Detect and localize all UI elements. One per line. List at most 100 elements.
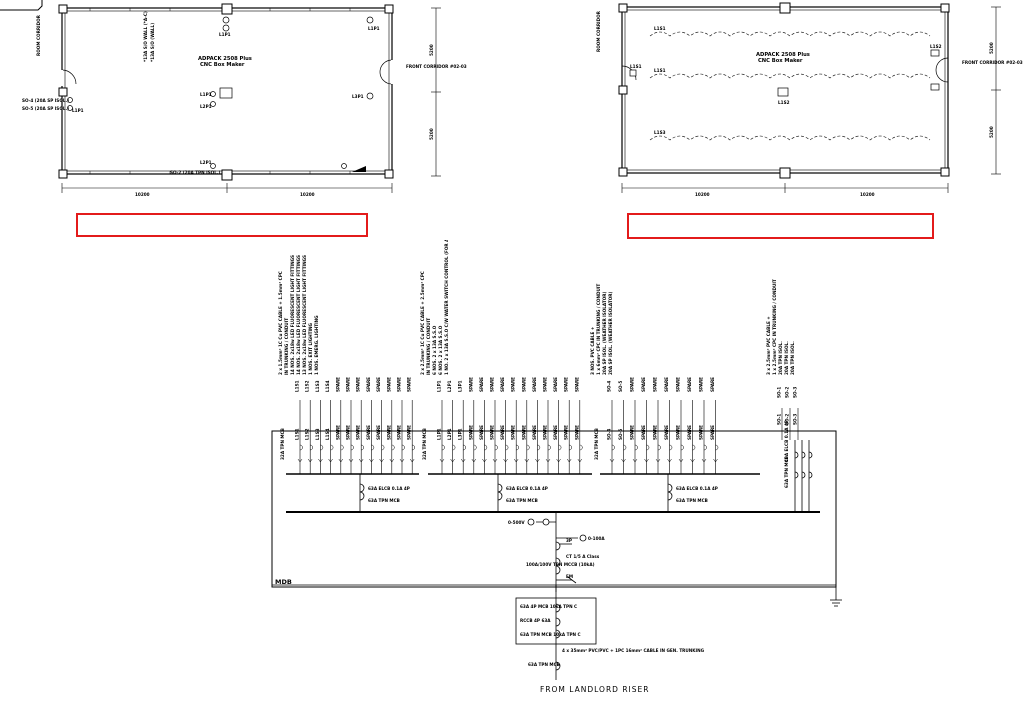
circuit-breaker bbox=[361, 444, 364, 451]
left-light-label: L1P1 bbox=[200, 92, 212, 97]
circuit-label: SPARE bbox=[490, 425, 495, 440]
circuit-note: 20A TPN ISOL. bbox=[784, 341, 789, 375]
circuit-label: SPARE bbox=[468, 425, 473, 440]
circuit-note: 2 x 2.5mm² 1C Cu PVC CABLE + 2.5mm² CPC bbox=[420, 271, 425, 375]
circuit-top-label: SPARE bbox=[468, 377, 473, 392]
circuit-label: SO-3 bbox=[793, 414, 798, 425]
circuit-breaker bbox=[569, 444, 572, 451]
right-plan-fixtures bbox=[629, 49, 940, 97]
circuit-label: L3P1 bbox=[458, 428, 463, 440]
left-dim-h: 10200 bbox=[135, 192, 150, 197]
circuit-label: SPARE bbox=[511, 425, 516, 440]
right-light-label: L1S3 bbox=[654, 130, 666, 135]
circuit-arrow bbox=[379, 458, 384, 463]
left-room-label: ROOM CORRIDOR bbox=[36, 14, 41, 56]
circuit-top-label: SPARE bbox=[553, 377, 558, 392]
left-light-label: L1P1 bbox=[219, 32, 231, 37]
circuit-breaker bbox=[537, 444, 541, 451]
cable-note: 4 x 35mm² PVC/PVC + 1PC 16mm² CABLE IN G… bbox=[562, 648, 705, 653]
left-light-label: L3P1 bbox=[352, 94, 364, 99]
circuit-label: SPARE bbox=[653, 425, 658, 440]
circuit-arrow bbox=[678, 458, 684, 463]
landlord-label: 63A 4P MCB 10kA TPN C bbox=[520, 604, 577, 609]
circuit-note: 14 NOS. 2x18w LED FLUORESCENT LIGHT FITT… bbox=[296, 255, 301, 375]
landlord-label: 63A TPN MCB 10kA TPN C bbox=[520, 632, 581, 637]
circuit-breaker bbox=[657, 444, 661, 451]
circuit-breaker bbox=[703, 444, 707, 451]
circuit-note: IN TRUNKING / CONDUIT bbox=[284, 318, 289, 375]
circuit-label: SPARE bbox=[500, 425, 505, 440]
circuit-breaker bbox=[505, 444, 509, 451]
left-light-label: L1P1 bbox=[368, 26, 380, 31]
circuit-top-label: SPARE bbox=[407, 377, 412, 392]
circuit-arrow bbox=[450, 458, 455, 463]
circuit-label: L1S3 bbox=[315, 428, 320, 440]
circuit-top-label: SPARE bbox=[574, 377, 579, 392]
circuit-top-label: SPARE bbox=[346, 377, 351, 392]
mcb-label: 63A TPN MCB bbox=[506, 498, 538, 503]
circuit-note: 20A TPN ISOL. bbox=[790, 341, 795, 375]
right-light-label: L1S1 bbox=[654, 68, 666, 73]
circuit-breaker bbox=[391, 444, 395, 451]
right-dimensions bbox=[621, 6, 1001, 193]
circuit-arrow bbox=[566, 458, 572, 463]
mcb-label: 63A TPN MCB bbox=[784, 456, 789, 488]
circuit-breaker bbox=[623, 444, 627, 451]
circuit-arrow bbox=[545, 458, 551, 463]
circuit-breaker bbox=[715, 444, 719, 451]
circuit-top-label: SO-2 bbox=[785, 387, 790, 398]
circuit-top-label: SPARE bbox=[335, 377, 340, 392]
circuit-breaker bbox=[526, 444, 530, 451]
circuit-top-label: SO-5 bbox=[618, 381, 623, 392]
circuit-label: SPARE bbox=[630, 425, 635, 440]
circuit-label: SPARE bbox=[376, 425, 381, 440]
group-mcb-label: 32A TPN MCB bbox=[594, 428, 599, 460]
circuit-top-label: SPARE bbox=[653, 377, 658, 392]
circuit-note: 20A SP ISOL. (WEATHER ISOLATOR) bbox=[608, 292, 613, 375]
circuit-breaker bbox=[558, 444, 562, 451]
circuit-note: 20A SP ISOL. (WEATHER ISOLATOR) bbox=[602, 292, 607, 375]
circuit-breaker bbox=[299, 444, 303, 451]
circuit-breaker bbox=[646, 444, 650, 451]
landlord-label: RCCB 4P 63A bbox=[520, 618, 551, 623]
circuit-breaker bbox=[669, 444, 673, 451]
circuit-breaker bbox=[340, 444, 344, 451]
circuit-label: SPARE bbox=[676, 425, 681, 440]
circuit-arrow bbox=[577, 458, 583, 463]
circuit-top-label: SPARE bbox=[710, 377, 715, 392]
right-plan-title: ADPACK 2508 Plus bbox=[756, 52, 810, 58]
left-socket-note-1: *13A S/O WALL (*A-C) bbox=[143, 11, 148, 62]
circuit-top-label: SPARE bbox=[676, 377, 681, 392]
circuit-note: 1 NOS. EXIT LIGHTING bbox=[308, 322, 313, 375]
circuit-breaker bbox=[401, 444, 405, 451]
incoming-label: 3P bbox=[566, 538, 572, 543]
circuit-arrow bbox=[701, 458, 707, 463]
circuit-label: L2P1 bbox=[447, 428, 452, 440]
circuit-label: SO-5 bbox=[618, 429, 623, 440]
right-plan-light-runs bbox=[649, 31, 931, 141]
circuit-top-label: SO-1 bbox=[777, 387, 782, 398]
circuit-label: SPARE bbox=[335, 425, 340, 440]
circuit-arrow bbox=[713, 458, 718, 463]
circuit-top-label: SPARE bbox=[630, 377, 635, 392]
circuit-note: 6 NOS. 2 x 13A S.S.O bbox=[438, 325, 443, 375]
incoming-feeder bbox=[527, 512, 842, 607]
circuit-top-label: SPARE bbox=[511, 377, 516, 392]
circuit-breaker bbox=[547, 444, 551, 451]
mcb-label: 63A TPN MCB bbox=[368, 498, 400, 503]
circuit-arrow bbox=[690, 458, 695, 463]
circuit-top-label: SPARE bbox=[521, 377, 526, 392]
left-plan-title: ADPACK 2508 Plus bbox=[198, 56, 252, 62]
circuit-label: SPARE bbox=[386, 425, 391, 440]
mcb-label: 63A TPN MCB bbox=[676, 498, 708, 503]
circuit-top-label: SPARE bbox=[376, 377, 381, 392]
left-light-label: L1P1 bbox=[72, 108, 84, 113]
landlord-riser-label: FROM LANDLORD RISER bbox=[540, 685, 649, 694]
incoming-label: 100A/100V TPN MCCB (10kA) bbox=[526, 562, 595, 567]
circuit-top-label: L1S1 bbox=[295, 380, 300, 392]
right-dim-h: 10200 bbox=[860, 192, 875, 197]
circuit-note: 2 x 1.5mm² 1C Cu PVC CABLE + 1.5mm² CPC bbox=[278, 271, 283, 375]
circuit-breaker bbox=[350, 444, 354, 451]
circuit-top-label: SPARE bbox=[641, 377, 646, 392]
